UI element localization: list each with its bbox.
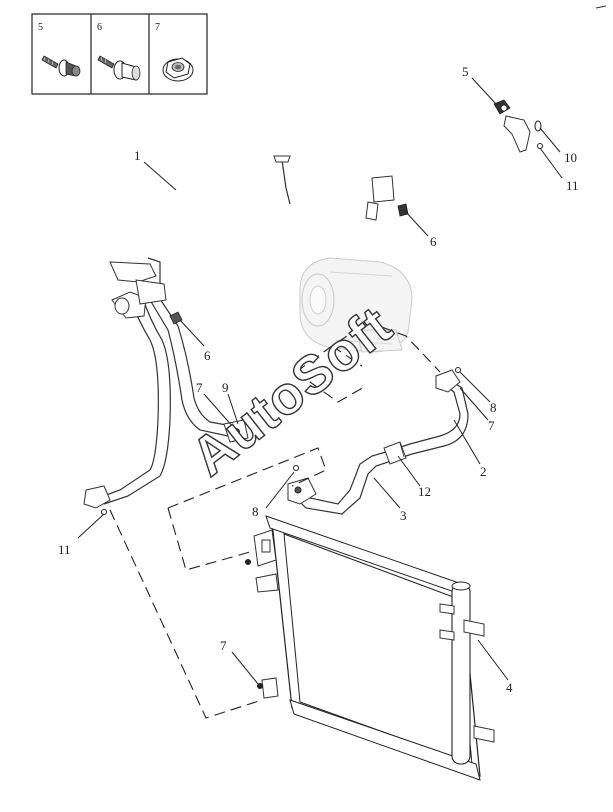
legend-number-7: 7 [155,22,160,33]
flanged-bolt-icon [97,55,141,81]
callout-8-right: 8 [490,400,497,415]
left-hose-assembly [83,279,249,509]
callout-3: 3 [400,508,407,523]
legend-number-6: 6 [97,22,102,33]
callout-7-right: 7 [488,418,495,433]
autosoft-watermark: AutoSoft [180,295,403,488]
pipe-1-main-line [106,115,531,284]
bolt-with-washer-icon [41,55,81,77]
callout-11-bottom: 11 [58,542,71,557]
condenser-4 [245,515,495,781]
dashed-guide-lines [109,321,441,719]
corner-mark [595,5,607,9]
compressor-ghost [299,257,413,353]
callout-12: 12 [418,484,431,499]
callout-7-left: 7 [196,380,203,395]
legend-number-5: 5 [38,22,43,33]
callout-11-top: 11 [566,178,579,193]
callout-6-top: 6 [430,234,437,249]
callout-8-left: 8 [252,504,259,519]
flange-nut-icon [162,57,194,82]
callout-1: 1 [134,148,141,163]
pipe-2-and-3 [287,369,469,515]
leader-lines [77,77,563,685]
callout-4: 4 [506,680,513,695]
callout-7-bottom: 7 [220,638,227,653]
callout-10: 10 [564,150,577,165]
fastener-legend: 5 6 7 [31,13,208,95]
callout-5: 5 [462,64,469,79]
callout-numbers: 1 5 10 11 6 6 7 9 8 7 2 12 3 8 11 7 4 [58,64,579,695]
callout-9: 9 [222,380,229,395]
callout-6-left: 6 [204,348,211,363]
callout-2: 2 [480,464,487,479]
